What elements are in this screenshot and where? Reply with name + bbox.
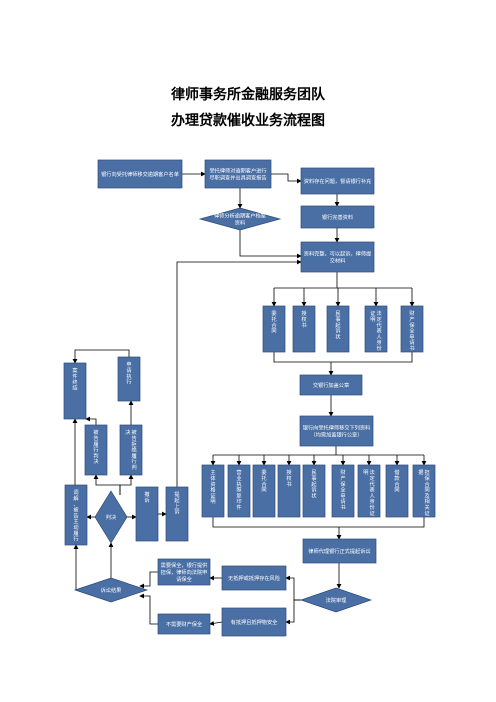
process-box-m5: [400, 305, 424, 353]
node-label: 资料完整，可以起诉，律师提交材料: [304, 250, 372, 265]
node-label: 调解、被告主动履行: [73, 488, 79, 542]
process-box-d5: [302, 464, 326, 518]
connector-line: [139, 571, 158, 589]
title-line-1: 律师事务所金融服务团队: [171, 87, 325, 103]
node-label: 有抵押且抵押物安全: [231, 618, 279, 626]
node-label: 民事起诉状: [335, 310, 341, 340]
connector-line: [139, 593, 158, 625]
process-box-n18: [117, 356, 141, 402]
node-label: 提起上诉: [174, 490, 180, 515]
process-box-d3: [252, 464, 276, 518]
node-label: 主体资格证明: [210, 468, 216, 505]
node-label: 银行向受托律师移交逾期客户名单: [101, 170, 179, 178]
node-label: 案件终结: [72, 366, 78, 391]
connector-line: [239, 230, 302, 259]
process-box-d9: [412, 464, 436, 518]
node-label: 交银行加盖公章: [313, 381, 349, 389]
process-box-n7: [299, 374, 363, 396]
decision-diamond-dm_court: [299, 587, 373, 613]
node-label: 法院审理: [326, 596, 348, 604]
process-box-d2: [227, 464, 251, 518]
process-box-n1: [97, 159, 183, 189]
process-box-n19: [63, 362, 87, 420]
decision-diamond-dm_judge: [94, 490, 128, 544]
node-label: 判决: [106, 513, 117, 521]
connector-line: [271, 173, 302, 184]
process-box-n16: [84, 424, 108, 476]
node-label: 申请执行: [126, 360, 131, 385]
process-box-n20: [165, 486, 189, 542]
node-label: 被告履行判决: [93, 428, 99, 465]
process-box-m1: [262, 305, 286, 353]
connector-line: [119, 474, 134, 495]
title-line-2: 办理贷款催收业务流程图: [171, 113, 325, 129]
node-label: 不需要财产保全: [166, 620, 203, 628]
node-label: 无抵押或抵押存在风险: [228, 574, 281, 582]
node-label: 借款合同: [394, 468, 400, 493]
process-box-n8: [299, 415, 374, 447]
node-label: 银行向受托律师移交下列资料（均需加盖银行公章）: [303, 424, 370, 439]
process-box-m2: [292, 305, 316, 353]
connector-line: [209, 620, 223, 626]
node-label: 委托合同: [261, 468, 267, 493]
process-box-m3: [326, 305, 350, 353]
node-label: 授权书: [301, 309, 307, 329]
node-label: 需要保全，银行提供担保，律师向法院申请保全: [161, 561, 208, 583]
process-box-n4: [300, 167, 375, 195]
node-label: 营业执照复印件: [236, 468, 241, 511]
connector-line: [212, 517, 425, 528]
process-box-d1: [201, 464, 225, 518]
connector-line: [85, 416, 97, 425]
node-label: 律师代理银行正式提起诉讼: [308, 547, 370, 555]
process-box-n5: [300, 205, 375, 229]
process-box-m4: [364, 305, 388, 353]
connector-line: [273, 352, 413, 363]
process-box-n17: [119, 424, 143, 476]
process-box-d4: [277, 464, 301, 518]
node-label: 资料存在问题，督请银行补充: [304, 177, 371, 185]
process-box-d8: [385, 464, 409, 518]
node-label: 担保合同及相关证据: [418, 468, 430, 517]
connector-line: [72, 349, 130, 364]
node-label: 法定代表人身份证明: [363, 468, 375, 517]
process-box-n14: [135, 486, 159, 542]
connector-line: [176, 259, 302, 487]
process-box-n6: [300, 241, 375, 273]
node-label: 撤诉: [144, 490, 149, 504]
decision-diamond-n3: [198, 207, 282, 231]
process-box-n9: [302, 538, 377, 564]
node-label: 银行完善资料: [322, 213, 353, 221]
node-label: 委托合同: [271, 309, 277, 334]
node-label: 民事起诉状: [311, 469, 317, 499]
connector-line: [93, 474, 121, 495]
connector-line: [285, 599, 301, 625]
process-box-d7: [357, 464, 381, 518]
process-box-n15: [64, 484, 88, 546]
node-label: 律师分析逾期客户档案资料: [214, 212, 267, 227]
node-label: 授权书: [286, 468, 292, 488]
process-box-n2: [204, 159, 272, 189]
process-box-n10: [221, 565, 287, 591]
node-label: 受托律师对逾期客户进行尽职调查并出具调查报告: [209, 167, 266, 182]
node-label: 诉讼结果: [101, 586, 122, 594]
process-box-n12: [157, 558, 211, 586]
node-label: 被告拒绝履行判决: [125, 428, 137, 471]
node-label: 法定代表人身份证明: [370, 309, 382, 352]
process-box-n13: [157, 613, 211, 635]
node-label: 财产保全申请书: [409, 309, 415, 352]
process-box-d6: [331, 464, 355, 518]
decision-diamond-dm_result: [73, 577, 149, 603]
process-box-n11: [221, 607, 287, 637]
connector-line: [285, 575, 301, 601]
node-label: 财产保全申请书: [340, 468, 346, 511]
